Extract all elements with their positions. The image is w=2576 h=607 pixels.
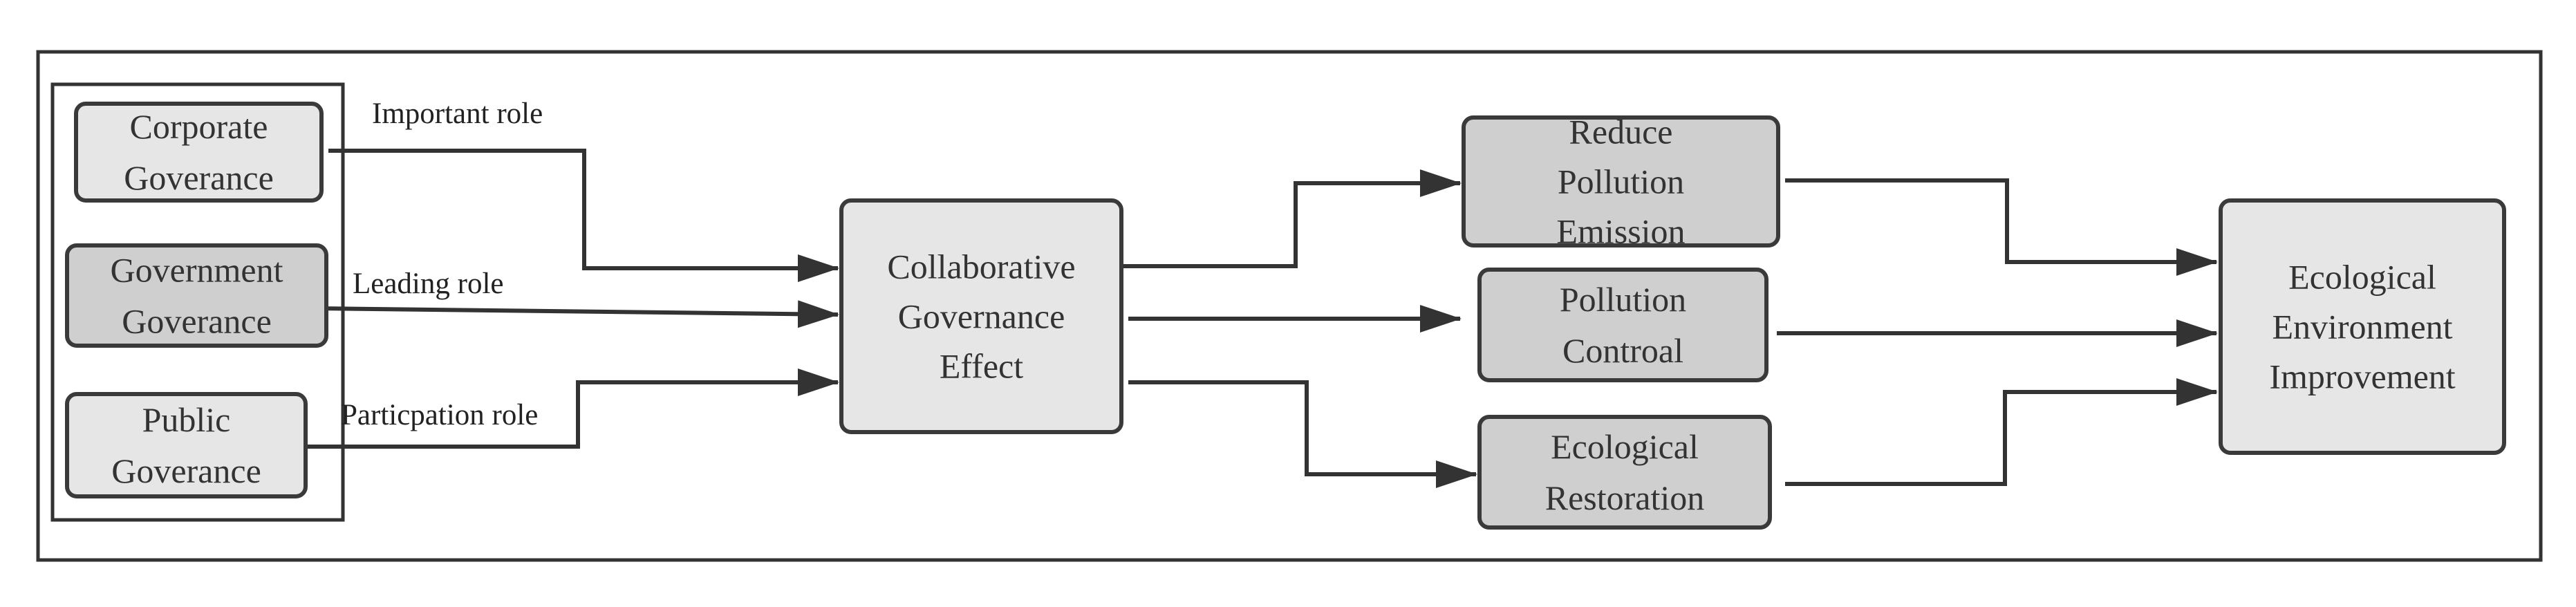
node-label-line: Governance — [898, 297, 1065, 336]
node-box — [65, 392, 308, 498]
node-label-line: Reduce — [1569, 113, 1673, 151]
node-box — [65, 243, 328, 348]
edge-collab-to-reduce — [1121, 169, 1462, 268]
edge-government-to-collab — [317, 300, 839, 328]
edge-restoration-to-ecological — [1785, 378, 2218, 486]
node-label-line: Goverance — [111, 451, 261, 490]
node-label-line: Pollution — [1558, 162, 1684, 201]
node-label-line: Ecological — [2288, 258, 2436, 297]
node-label-line: Effect — [940, 347, 1023, 386]
node-label-line: Restoration — [1545, 478, 1705, 517]
node-label-line: Collaborative — [887, 248, 1075, 286]
node-label-line: Goverance — [124, 158, 274, 197]
edge-public-to-collab — [307, 368, 839, 449]
node-box — [1477, 268, 1768, 382]
edge-label-leading: Leading role — [353, 268, 504, 300]
node-box — [1462, 115, 1780, 248]
governance-actors-group — [50, 82, 345, 522]
node-label-line: Emission — [1556, 212, 1685, 251]
node-label-line: Improvement — [2269, 357, 2455, 396]
edge-collab-to-restoration — [1128, 380, 1477, 488]
node-label-line: Corporate — [130, 107, 268, 146]
node-label-line: Government — [111, 251, 283, 290]
node-box — [839, 198, 1123, 434]
node-label-line: Goverance — [122, 302, 272, 341]
edge-label-participation: Particpation role — [341, 399, 538, 431]
node-box — [74, 102, 324, 203]
node-label-line: Controal — [1562, 331, 1683, 370]
node-label-line: Ecological — [1551, 427, 1699, 466]
node-label-line: Pollution — [1560, 280, 1686, 319]
edge-label-important: Important role — [372, 97, 543, 130]
edge-reduce-to-ecological — [1785, 178, 2218, 276]
node-box — [2219, 198, 2506, 455]
node-label-line: Environment — [2272, 308, 2452, 346]
node-label-line: Public — [142, 400, 231, 439]
node-box — [1477, 415, 1772, 530]
edge-corporate-to-collab — [328, 149, 839, 282]
connectors — [307, 149, 2218, 488]
outer-frame — [36, 50, 2543, 562]
